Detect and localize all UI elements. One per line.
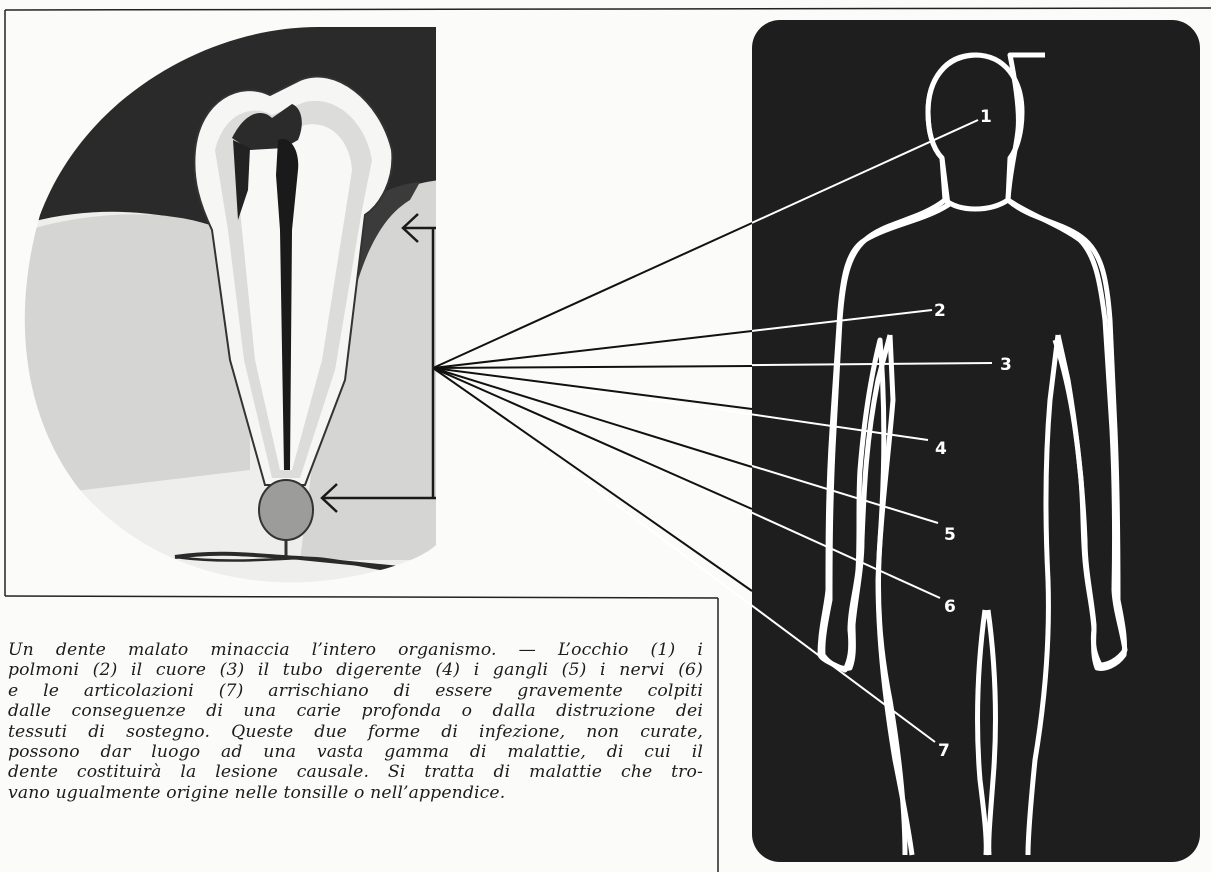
caption-line: e le articolazioni (7) arrischiano di es… [8,681,703,701]
caption-line: Un dente malato minaccia l’intero organi… [8,640,703,660]
label-3: 3 [1000,355,1012,375]
label-4: 4 [935,439,947,459]
tooth-cross-section [0,0,440,600]
caption-line: tessuti di sostegno. Queste due forme di… [8,722,703,742]
label-6: 6 [944,597,956,617]
caption-line: possono dar luogo ad una vasta gamma di … [8,742,703,762]
caption-line: dalle conseguenze di una carie profonda … [8,701,703,721]
label-1: 1 [980,107,992,127]
label-5: 5 [944,525,956,545]
label-7: 7 [938,741,950,761]
label-2: 2 [934,301,946,321]
caption-line: vano ugualmente origine nelle tonsille o… [8,783,703,803]
caption-line: dente costituirà la lesione causale. Si … [8,762,703,782]
figure-caption: Un dente malato minaccia l’intero organi… [8,640,703,803]
caption-line: polmoni (2) il cuore (3) il tubo digeren… [8,660,703,680]
